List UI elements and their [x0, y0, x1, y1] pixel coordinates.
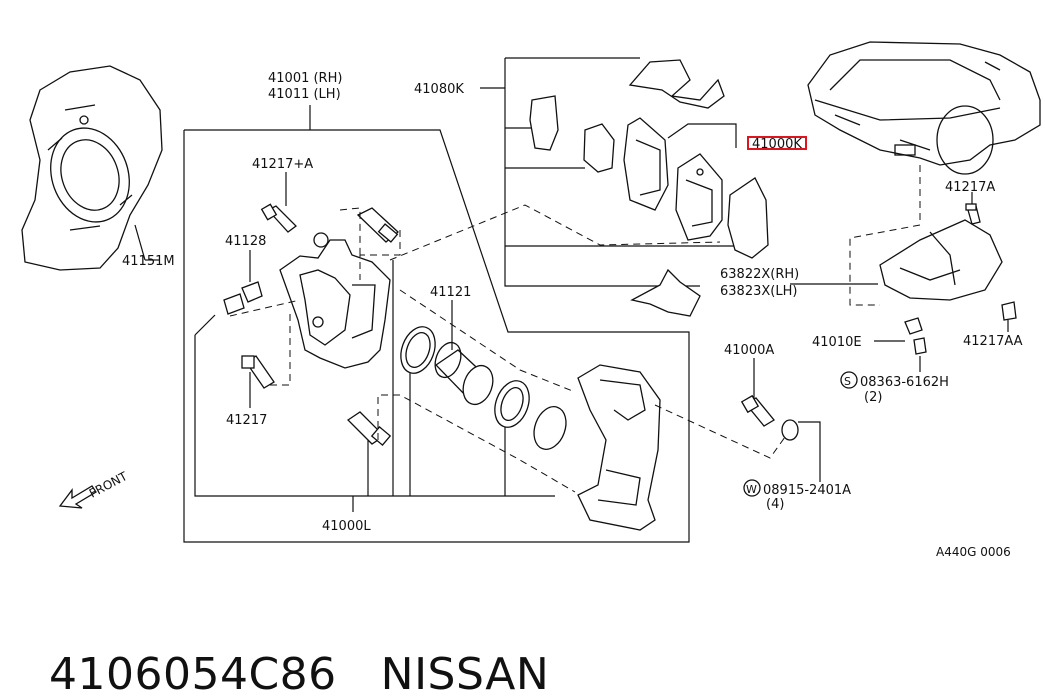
label-41001-rh: 41001 (RH) — [268, 71, 342, 86]
piston-seal — [400, 326, 436, 374]
abs-sensor-bracket — [879, 219, 1003, 301]
highlight-41000K — [747, 136, 807, 150]
bolt-41000a — [740, 394, 775, 427]
footer: 4106054C86 NISSAN — [20, 598, 549, 700]
guide-pin-bottom — [346, 411, 392, 447]
label-41011-lh: 41011 (LH) — [268, 87, 341, 102]
pad-wear-indicator-plate — [727, 177, 769, 259]
vehicle-illustration — [807, 41, 1041, 175]
label-41000K: 41000K — [752, 137, 802, 152]
label-41010E: 41010E — [812, 335, 862, 350]
pad-retainer-spring-top — [628, 59, 725, 109]
label-41217AA: 41217AA — [963, 334, 1023, 349]
label-63822X-rh: 63822X(RH) — [720, 267, 799, 282]
label-41000L: 41000L — [322, 519, 371, 534]
label-41000A: 41000A — [724, 343, 774, 358]
brand-name: NISSAN — [380, 649, 550, 700]
bolt-41217a — [260, 203, 297, 233]
sensor-41010e — [904, 317, 927, 355]
front-arrow-icon — [58, 485, 97, 509]
label-08915-symbol: W — [746, 483, 757, 496]
dust-shield — [21, 65, 163, 271]
brake-pad-outer — [623, 117, 669, 211]
washer-08915 — [781, 419, 799, 441]
diagram-reference-code: A440G 0006 — [936, 545, 1011, 559]
label-41128: 41128 — [225, 234, 266, 249]
bleeder-screw — [223, 281, 263, 315]
label-41217-a-left: 41217+A — [252, 157, 313, 172]
label-41080K: 41080K — [414, 82, 464, 97]
label-41121: 41121 — [430, 285, 471, 300]
bolt-41217aa — [1001, 301, 1017, 321]
label-08363: 08363-6162H — [860, 375, 949, 390]
caliper-body — [279, 232, 391, 369]
label-41151M: 41151M — [122, 254, 175, 269]
symbol-w-circle — [743, 479, 761, 497]
pad-retainer-spring-bottom — [630, 268, 701, 317]
piston-boot — [494, 380, 530, 428]
retaining-ring — [533, 406, 567, 450]
label-08915-qty: (4) — [766, 497, 784, 512]
bolt-41217a-right — [965, 203, 981, 225]
label-08363-symbol: S — [844, 375, 851, 388]
bolt-41217 — [241, 355, 275, 389]
label-08915: 08915-2401A — [763, 483, 851, 498]
piston — [434, 341, 494, 406]
label-41217a-right: 41217A — [945, 180, 995, 195]
parts-diagram: 41151M 41001 (RH) 41011 (LH) 41000L 4112… — [21, 41, 1041, 559]
symbol-s-circle — [840, 371, 858, 389]
anti-squeal-shim-outer — [529, 95, 559, 151]
label-08363-qty: (2) — [864, 390, 882, 405]
part-number: 4106054C86 — [48, 649, 337, 700]
label-front: FRONT — [87, 469, 130, 501]
label-41217: 41217 — [226, 413, 267, 428]
caliper-bracket — [577, 364, 661, 531]
anti-squeal-shim-inner — [583, 123, 615, 173]
label-63823X-lh: 63823X(LH) — [720, 284, 797, 299]
brake-pad-inner — [675, 153, 723, 241]
guide-pin-top — [356, 207, 399, 243]
